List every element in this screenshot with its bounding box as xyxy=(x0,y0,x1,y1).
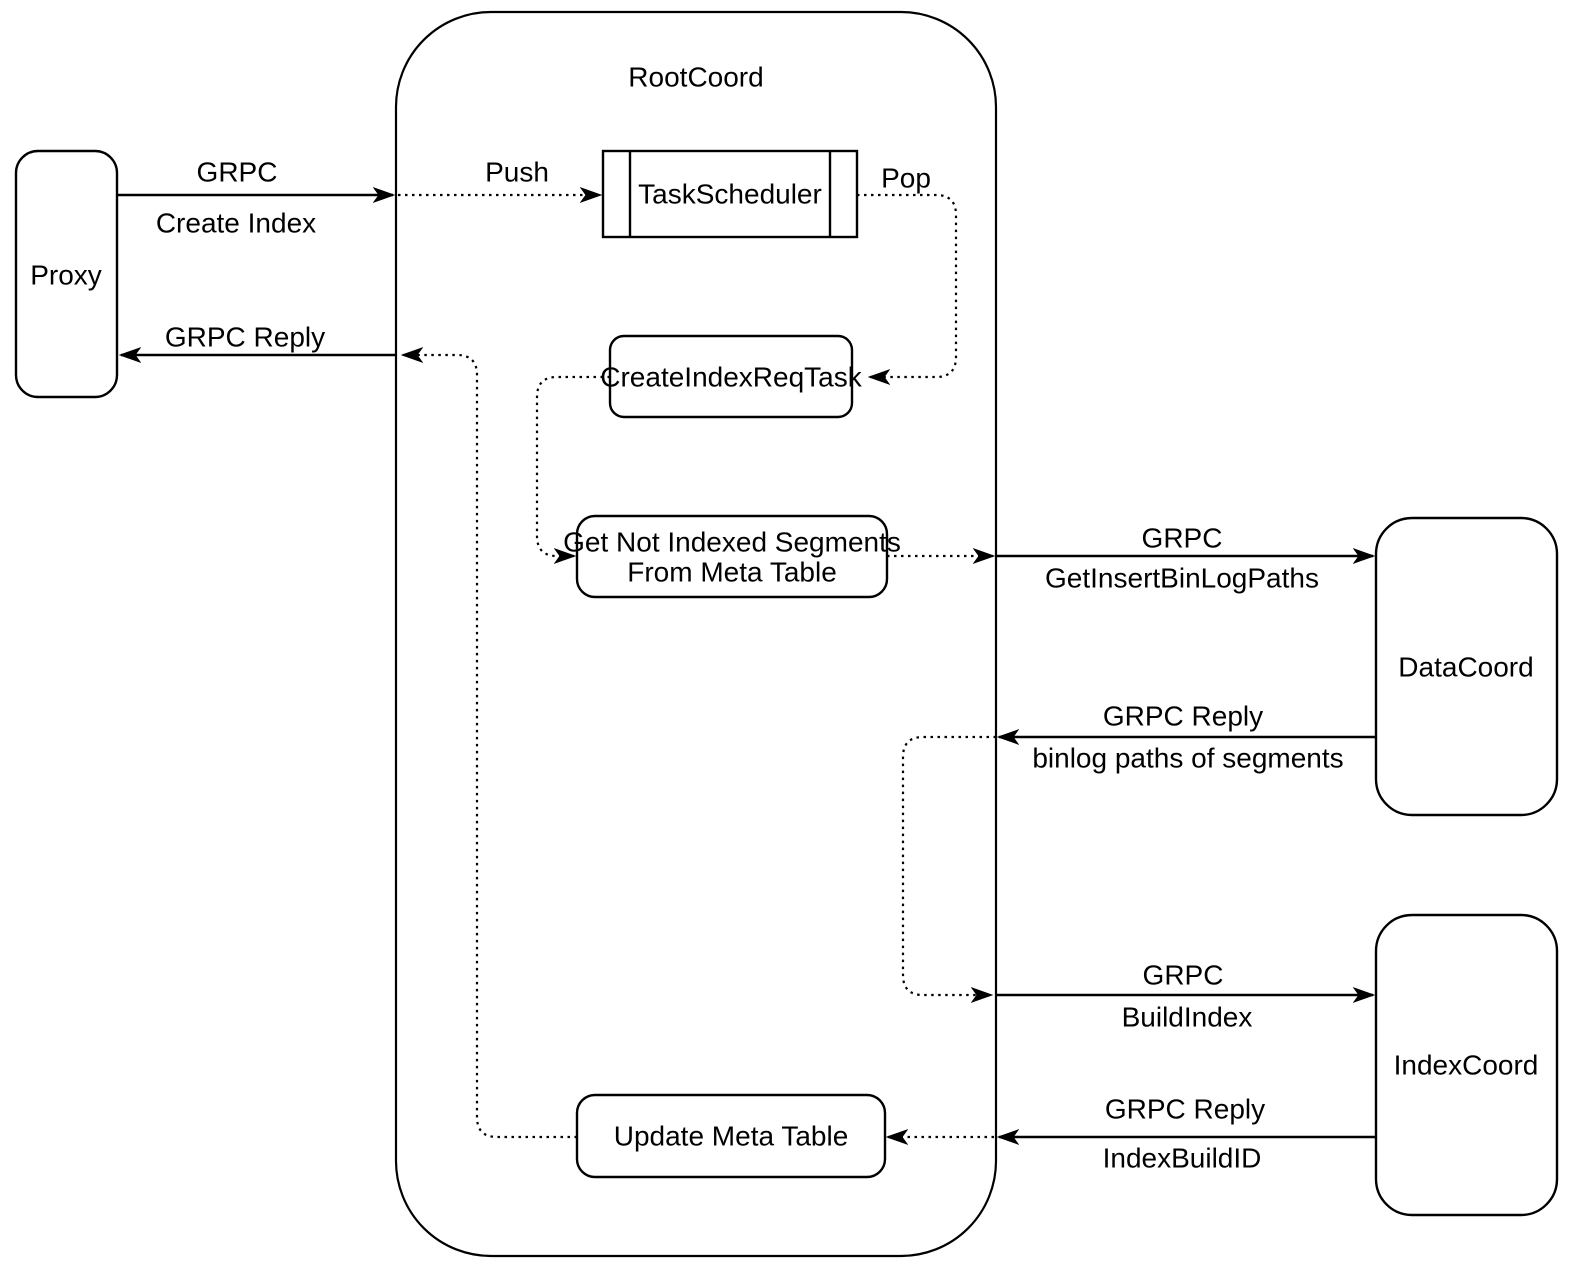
grpc-create-index-protocol-label: GRPC xyxy=(197,157,278,188)
get-not-indexed-segments-label-line2: From Meta Table xyxy=(627,557,837,588)
pop-label: Pop xyxy=(881,163,931,194)
rootcoord-title: RootCoord xyxy=(628,62,763,93)
indexcoord-node xyxy=(1374,913,1559,1217)
grpc-getinsertbinlogpaths-method-label: GetInsertBinLogPaths xyxy=(1045,563,1319,594)
rootcoord-container xyxy=(394,10,998,1258)
datacoord-node xyxy=(1374,516,1559,817)
createindexreqtask-label: CreateIndexReqTask xyxy=(600,362,862,393)
updatemeta-to-reply-dotted-arrow xyxy=(403,355,577,1139)
datacoord-label: DataCoord xyxy=(1398,652,1533,683)
indexcoord-label: IndexCoord xyxy=(1394,1050,1539,1081)
grpc-reply-binlog-method-label: binlog paths of segments xyxy=(1032,743,1343,774)
get-not-indexed-segments-label-line1: Get Not Indexed Segments xyxy=(563,527,901,558)
grpc-reply-binlog-protocol-label: GRPC Reply xyxy=(1103,701,1263,732)
grpc-buildindex-method-label: BuildIndex xyxy=(1122,1002,1253,1033)
grpc-create-index-method-label: Create Index xyxy=(156,208,316,239)
grpc-buildindex-protocol-label: GRPC xyxy=(1143,960,1224,991)
proxy-node xyxy=(14,149,119,399)
taskscheduler-node xyxy=(601,149,859,239)
grpc-reply-indexbuildid-method-label: IndexBuildID xyxy=(1103,1143,1262,1174)
grpc-reply-proxy-label: GRPC Reply xyxy=(165,322,325,353)
push-label: Push xyxy=(485,157,549,188)
grpc-reply-indexbuildid-protocol-label: GRPC Reply xyxy=(1105,1094,1265,1125)
binlog-to-buildindex-dotted-arrow xyxy=(901,735,996,995)
proxy-label: Proxy xyxy=(30,260,102,291)
taskscheduler-label: TaskScheduler xyxy=(638,179,822,210)
grpc-getinsertbinlogpaths-protocol-label: GRPC xyxy=(1142,523,1223,554)
update-meta-table-label: Update Meta Table xyxy=(614,1121,849,1152)
reqtask-to-segments-dotted-arrow xyxy=(535,375,610,556)
pop-dotted-arrow xyxy=(857,193,958,377)
